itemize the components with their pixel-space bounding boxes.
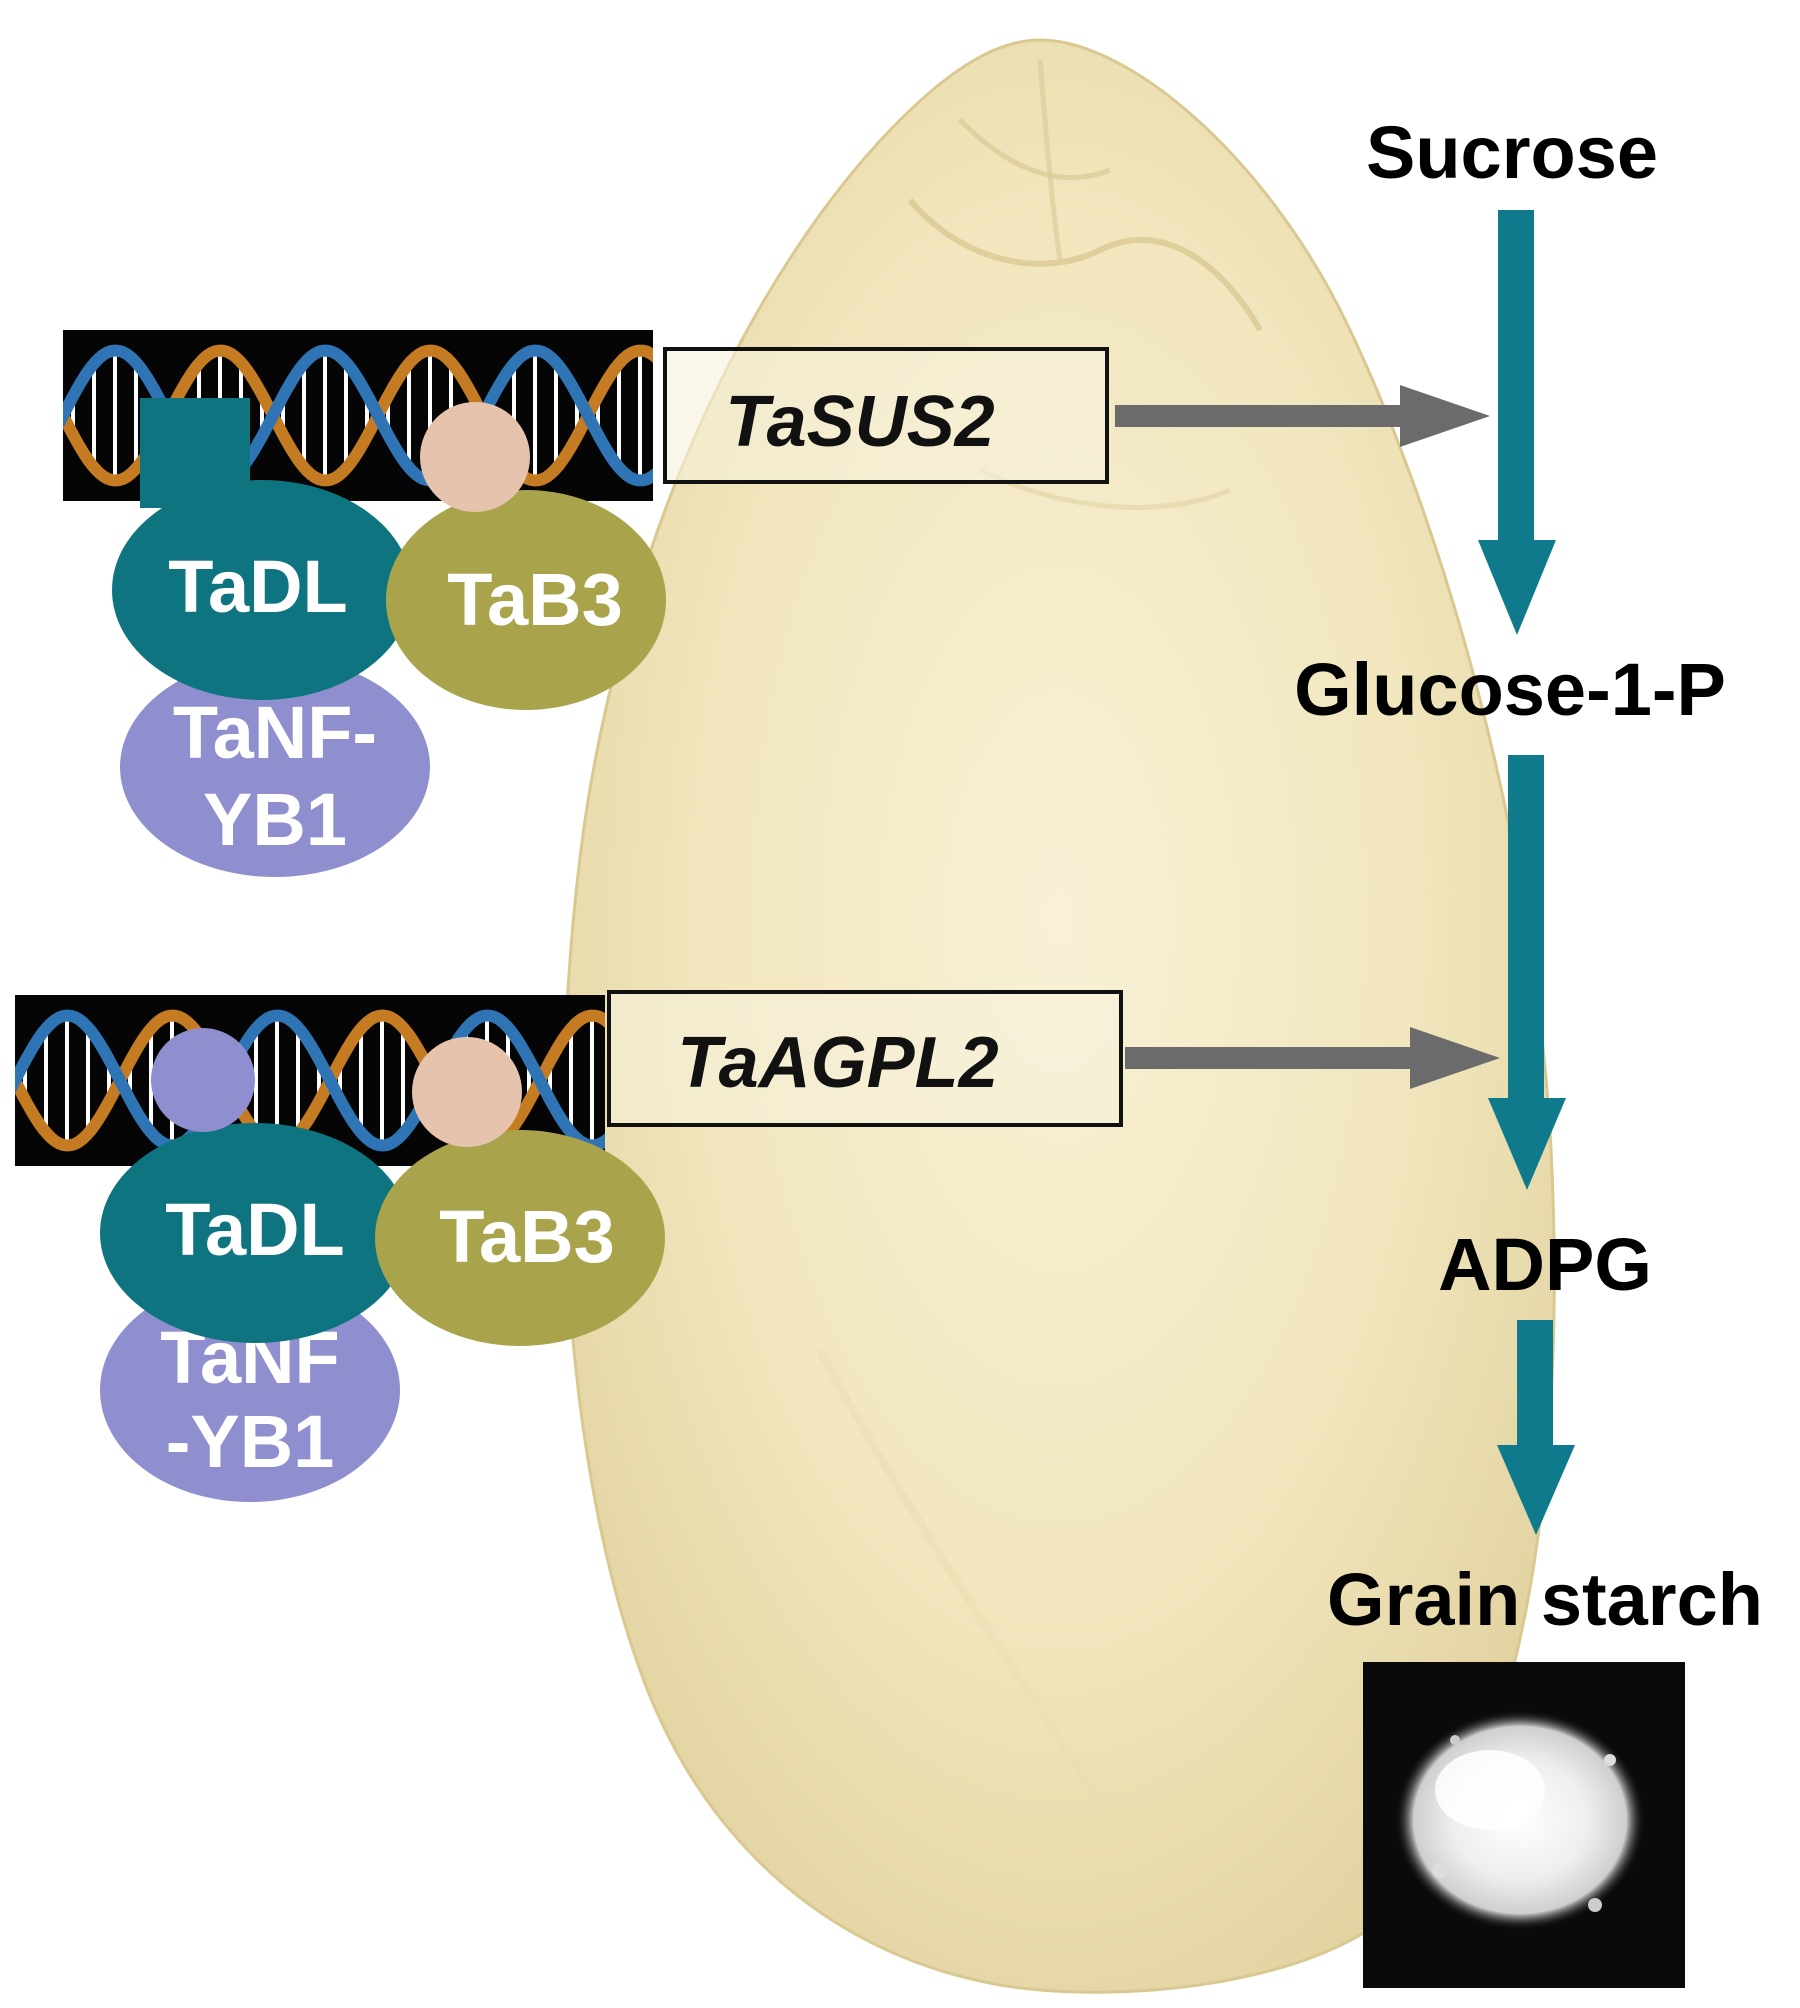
pathway-arrow-2 xyxy=(1488,755,1566,1190)
pathway-arrow-1 xyxy=(1478,210,1556,635)
tab3-protein-2 xyxy=(375,1130,665,1346)
gene-arrow-2 xyxy=(1125,1027,1500,1089)
tanfyb1-label-1a: TaNF- xyxy=(173,691,377,774)
tab3-dna-binding-circle-1 xyxy=(420,402,530,512)
pathway-label-grain-starch: Grain starch xyxy=(1327,1558,1763,1641)
tab3-dna-binding-circle-2 xyxy=(412,1037,522,1147)
tab3-label-1: TaB3 xyxy=(447,558,622,641)
pathway-label-glucose-1-p: Glucose-1-P xyxy=(1294,648,1726,731)
gene-box-1: TaSUS2 xyxy=(663,347,1109,484)
tab3-protein-1 xyxy=(386,490,666,710)
tadl-protein-1 xyxy=(112,480,412,700)
protein-complex-1: TaNF- YB1 TaDL TaB3 xyxy=(112,398,666,877)
pathway-label-adpg: ADPG xyxy=(1438,1223,1652,1306)
pathway-label-sucrose: Sucrose xyxy=(1366,111,1658,194)
tanfyb1-dna-binding-circle-2 xyxy=(151,1028,255,1132)
tab3-label-2: TaB3 xyxy=(439,1195,614,1278)
tadl-label-2: TaDL xyxy=(165,1188,345,1271)
gene-box-2: TaAGPL2 xyxy=(607,990,1123,1127)
tanfyb1-protein-1 xyxy=(120,657,430,877)
pathway-arrow-3 xyxy=(1497,1320,1575,1535)
tadl-label-1: TaDL xyxy=(168,545,348,628)
gene-arrow-1 xyxy=(1115,385,1490,447)
gene-label-taagpl2: TaAGPL2 xyxy=(677,1023,998,1103)
tanfyb1-label-1b: YB1 xyxy=(203,778,347,861)
protein-complex-2: TaNF -YB1 TaDL TaB3 xyxy=(100,1028,665,1502)
tanfyb1-protein-2 xyxy=(100,1278,400,1502)
dna-strand-1 xyxy=(63,330,653,501)
gene-label-tasus2: TaSUS2 xyxy=(725,382,994,462)
tadl-dna-binding-square-1 xyxy=(140,398,250,508)
tadl-protein-2 xyxy=(100,1123,410,1343)
starch-powder-image xyxy=(1363,1662,1685,1988)
tanfyb1-label-2b: -YB1 xyxy=(166,1400,335,1483)
